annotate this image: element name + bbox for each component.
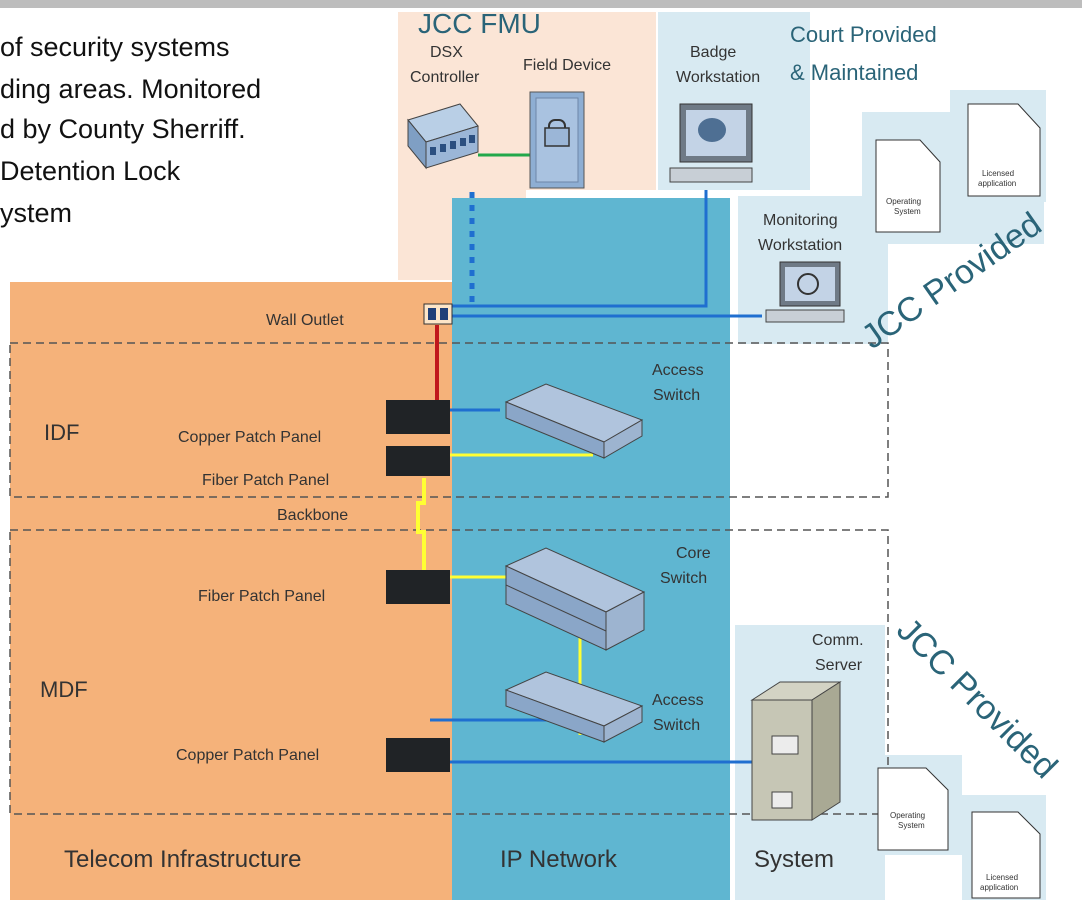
idf-copper-patch-panel-icon — [386, 400, 450, 434]
mdf-label: MDF — [40, 677, 88, 702]
telecom-zone-label: Telecom Infrastructure — [64, 846, 301, 873]
access-switch-bottom-label-2: Switch — [653, 717, 700, 734]
comm-server-label-1: Comm. — [812, 632, 864, 649]
dsx-controller-icon — [407, 103, 479, 170]
system-zone-label: System — [754, 846, 834, 873]
jcc-fmu-label: JCC FMU — [418, 8, 541, 39]
intro-line-4: Detention Lock — [0, 156, 181, 186]
app-doc-bottom-label-2: application — [980, 883, 1018, 892]
os-doc-bottom-label-1: Operating — [890, 811, 925, 820]
intro-text: of security systems ding areas. Monitore… — [0, 32, 261, 228]
mdf-fiber-panel-label: Fiber Patch Panel — [198, 588, 325, 605]
badge-label-1: Badge — [690, 44, 736, 61]
licensed-application-document-bottom-icon: Licensed application — [971, 811, 1041, 899]
backbone-cable — [416, 478, 426, 570]
idf-fiber-panel-label: Fiber Patch Panel — [202, 472, 329, 489]
top-border — [0, 0, 1082, 8]
field-device-icon — [529, 91, 585, 189]
badge-label-2: Workstation — [676, 69, 760, 86]
badge-cable — [452, 190, 708, 308]
core-switch-label-2: Switch — [660, 570, 707, 587]
os-doc-top-label-2: System — [894, 207, 921, 216]
access-switch-bottom-label-1: Access — [652, 692, 704, 709]
dsx-label-1: DSX — [430, 44, 463, 61]
idf-label: IDF — [44, 420, 79, 445]
ip-network-zone-label: IP Network — [500, 846, 618, 873]
telecom-zone — [10, 282, 452, 900]
badge-workstation-icon — [669, 103, 753, 183]
licensed-application-document-top-icon: Licensed application — [967, 103, 1041, 197]
mdf-copper-panel-label: Copper Patch Panel — [176, 747, 319, 764]
monitoring-label-1: Monitoring — [763, 212, 838, 229]
operating-system-document-top-icon: Operating System — [875, 139, 941, 233]
idf-copper-panel-label: Copper Patch Panel — [178, 429, 321, 446]
court-provided-label-1: Court Provided — [790, 22, 937, 47]
access-switch-top-label-1: Access — [652, 362, 704, 379]
mdf-boundary — [9, 529, 889, 815]
access-switch-top-label-2: Switch — [653, 387, 700, 404]
mdf-copper-patch-panel-icon — [386, 738, 450, 772]
intro-line-2: ding areas. Monitored — [0, 74, 261, 104]
access-switch-top-icon — [504, 383, 644, 459]
mdf-fiber-patch-panel-icon — [386, 570, 450, 604]
operating-system-document-bottom-icon: Operating System — [877, 767, 949, 851]
court-provided-label-2: & Maintained — [790, 60, 918, 85]
intro-line-1: of security systems — [0, 32, 230, 62]
os-doc-bottom-label-2: System — [898, 821, 925, 830]
monitoring-label-2: Workstation — [758, 237, 842, 254]
idf-fiber-patch-panel-icon — [386, 446, 450, 476]
intro-line-3: d by County Sherriff. — [0, 114, 246, 144]
app-doc-top-label-1: Licensed — [982, 169, 1014, 178]
monitoring-workstation-icon — [765, 261, 845, 323]
intro-line-5: ystem — [0, 198, 72, 228]
os-doc-top-label-1: Operating — [886, 197, 921, 206]
app-doc-top-label-2: application — [978, 179, 1016, 188]
dsx-label-2: Controller — [410, 69, 480, 86]
access-switch-bottom-icon — [504, 671, 644, 743]
field-device-label: Field Device — [523, 57, 611, 74]
comm-server-label-2: Server — [815, 657, 863, 674]
badge-zone — [658, 12, 810, 190]
wall-outlet-icon — [423, 303, 453, 325]
core-switch-icon — [504, 547, 646, 651]
app-doc-bottom-label-1: Licensed — [986, 873, 1018, 882]
comm-server-icon — [750, 681, 842, 821]
idf-boundary — [9, 342, 889, 498]
backbone-label: Backbone — [277, 507, 348, 524]
core-switch-label-1: Core — [676, 545, 711, 562]
wall-outlet-label: Wall Outlet — [266, 312, 344, 329]
